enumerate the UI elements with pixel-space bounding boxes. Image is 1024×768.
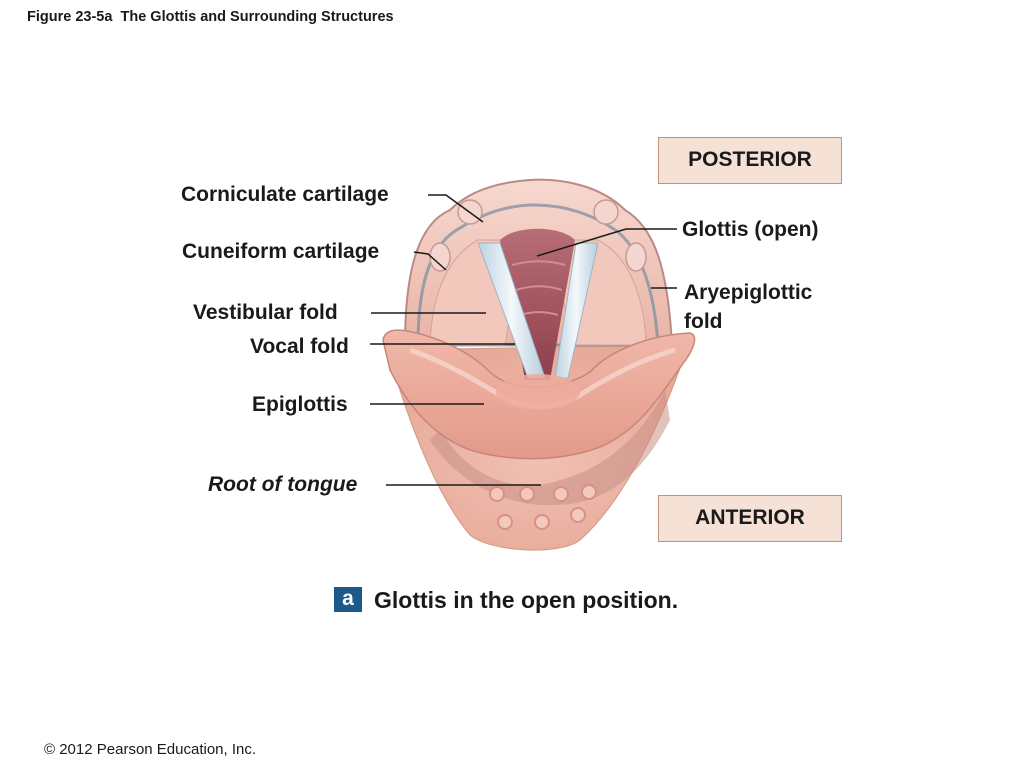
label-aryepiglottic-fold-line2: fold: [684, 310, 723, 333]
anterior-label: ANTERIOR: [658, 495, 842, 542]
figure-title: Figure 23-5a The Glottis and Surrounding…: [27, 9, 394, 25]
lingual-papillae: [489, 484, 597, 530]
posterior-label: POSTERIOR: [658, 137, 842, 184]
label-epiglottis: Epiglottis: [252, 393, 348, 416]
label-root-of-tongue: Root of tongue: [208, 473, 358, 496]
copyright-notice: © 2012 Pearson Education, Inc.: [44, 741, 257, 758]
epiglottis: [382, 329, 696, 460]
cuneiform-cartilage: [429, 242, 451, 272]
label-vocal-fold: Vocal fold: [250, 335, 349, 358]
label-cuneiform-cartilage: Cuneiform cartilage: [182, 240, 380, 263]
panel-badge: a: [334, 587, 362, 612]
leader-cuneiform: [413, 251, 447, 271]
label-vestibular-fold: Vestibular fold: [193, 301, 338, 324]
label-glottis-open: Glottis (open): [682, 218, 819, 241]
label-aryepiglottic-fold-line1: Aryepiglottic: [684, 281, 813, 304]
leader-glottis: [536, 228, 677, 257]
label-corniculate-cartilage: Corniculate cartilage: [181, 183, 389, 206]
leader-lines: [370, 194, 677, 486]
leader-corniculate: [428, 194, 484, 223]
figure-caption: Glottis in the open position.: [374, 587, 679, 613]
